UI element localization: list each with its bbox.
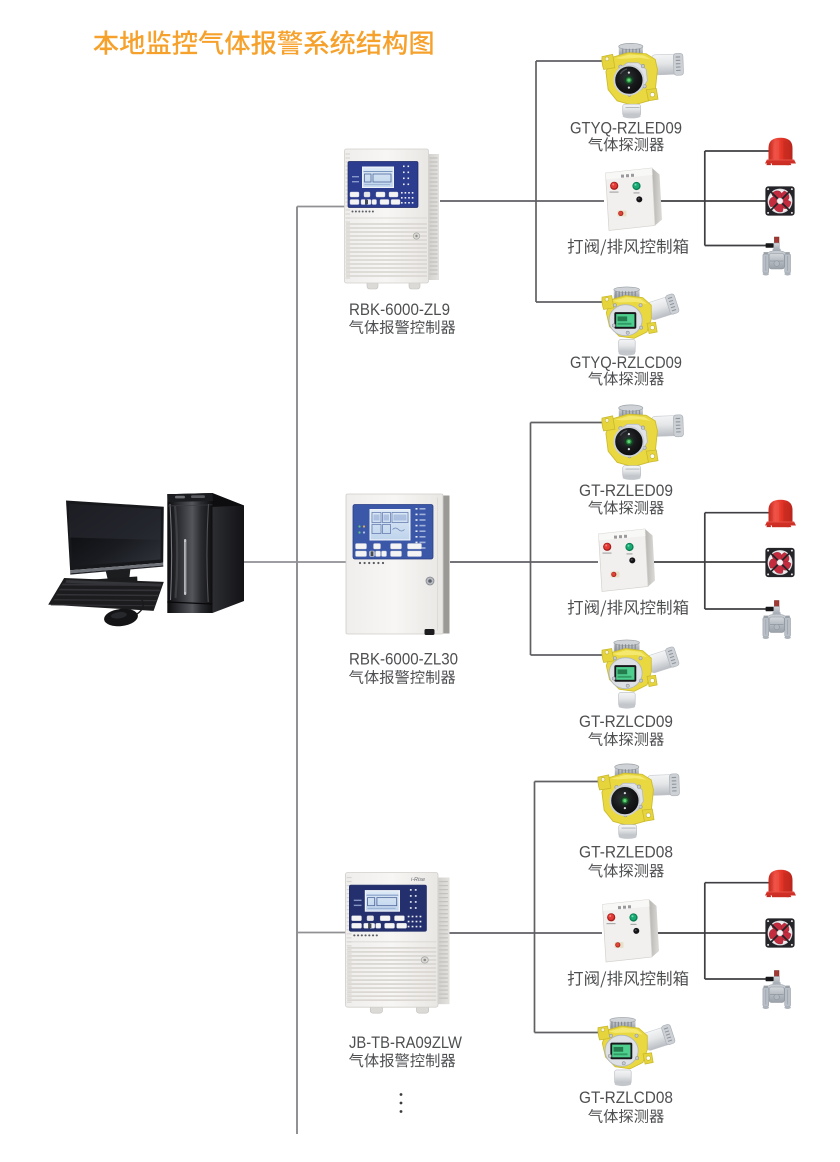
svg-text:RBK-6000-ZL30: RBK-6000-ZL30 <box>349 650 458 669</box>
svg-text:i-Rise: i-Rise <box>411 877 425 883</box>
svg-text:JB-TB-RA09ZLW: JB-TB-RA09ZLW <box>349 1033 462 1052</box>
svg-text:GT-RZLCD08: GT-RZLCD08 <box>579 1088 673 1107</box>
svg-text:GT-RZLED09: GT-RZLED09 <box>579 481 673 500</box>
svg-text:GTYQ-RZLED09: GTYQ-RZLED09 <box>570 119 682 138</box>
svg-text:GT-RZLED08: GT-RZLED08 <box>579 843 673 862</box>
svg-text:GT-RZLCD09: GT-RZLCD09 <box>579 712 673 731</box>
svg-text:RBK-6000-ZL9: RBK-6000-ZL9 <box>349 300 450 319</box>
svg-text:GTYQ-RZLCD09: GTYQ-RZLCD09 <box>570 353 682 372</box>
